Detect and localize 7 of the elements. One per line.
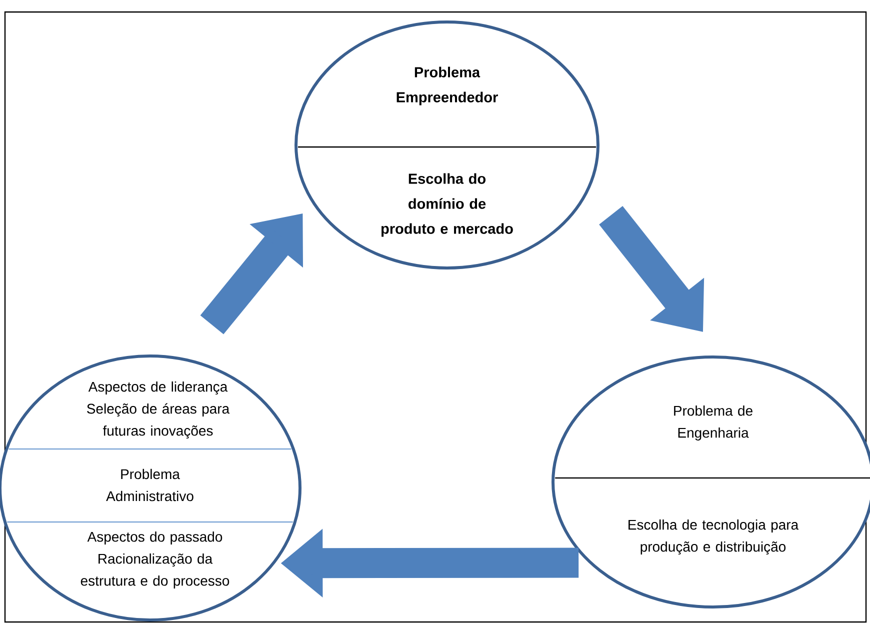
description: Escolha do domínio de produto e mercado — [382, 173, 513, 237]
description: Aspectos do passado Racionalização da estrutura e do processo — [80, 531, 230, 589]
description: Escolha de tecnologia para produção e distribuição — [628, 519, 799, 555]
description: Aspectos de liderança Seleção de áreas para futuras inovações — [87, 381, 230, 439]
heading: Problema Empreendedor — [396, 66, 498, 106]
heading: Problema Administrativo — [106, 468, 194, 502]
heading: Problema de Engenharia — [674, 405, 752, 441]
